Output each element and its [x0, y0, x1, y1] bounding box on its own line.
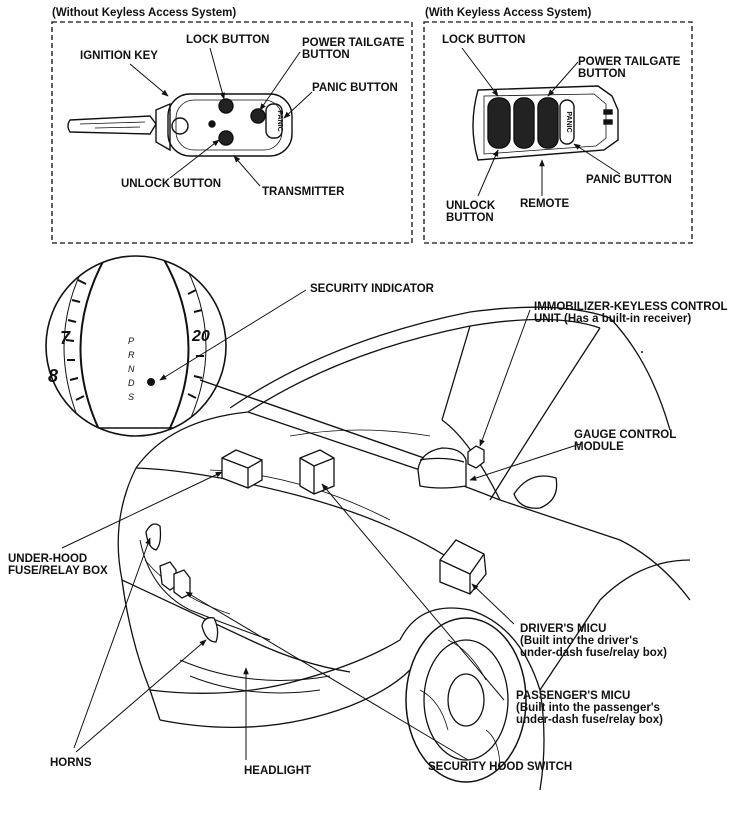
gauge-left-number: 7 — [60, 328, 71, 348]
gauge-magnifier — [45, 255, 227, 437]
label-underhood-1: UNDER-HOOD — [8, 553, 88, 565]
label-power-tailgate-right-1: POWER TAILGATE — [578, 56, 681, 68]
label-lock-button-right: LOCK BUTTON — [442, 34, 526, 46]
right-panel-title: (With Keyless Access System) — [425, 7, 592, 19]
label-security-hood-switch: SECURITY HOOD SWITCH — [428, 761, 573, 773]
remote-drawing — [472, 85, 619, 161]
left-panel-frame — [51, 21, 413, 244]
label-drivers-micu-1: DRIVER'S MICU — [520, 623, 607, 635]
label-power-tailgate-left-1: POWER TAILGATE — [302, 37, 405, 49]
gear-indicator: P R N D S — [128, 336, 135, 402]
remote-panic-glyph: PANIC — [565, 111, 572, 132]
gauge-left-number-partial: 8 — [48, 366, 58, 386]
transmitter-panic-glyph: PANIC — [276, 110, 283, 131]
gear-d: D — [128, 378, 135, 388]
transmitter-drawing — [67, 93, 293, 157]
main-leaders — [61, 289, 581, 761]
label-immobilizer-1: IMMOBILIZER-KEYLESS CONTROL — [534, 301, 728, 313]
vehicle-components — [145, 445, 487, 643]
label-unlock-button-left: UNLOCK BUTTON — [121, 178, 222, 190]
gear-r: R — [128, 350, 135, 360]
decorative-dot — [641, 351, 643, 353]
left-panel-leaders — [129, 47, 313, 187]
gauge-right-number: 20 — [191, 328, 210, 345]
label-remote: REMOTE — [520, 198, 570, 210]
left-panel-title: (Without Keyless Access System) — [52, 7, 237, 19]
label-ignition-key: IGNITION KEY — [80, 50, 158, 62]
label-power-tailgate-left-2: BUTTON — [302, 49, 350, 61]
label-drivers-micu-3: under-dash fuse/relay box) — [520, 647, 667, 659]
vehicle-outline — [117, 306, 691, 791]
label-immobilizer-2: UNIT (Has a built-in receiver) — [534, 313, 692, 325]
label-passengers-micu-2: (Built into the passenger's — [516, 702, 660, 714]
label-gauge-module-1: GAUGE CONTROL — [574, 429, 677, 441]
label-underhood-2: FUSE/RELAY BOX — [8, 565, 108, 577]
label-passengers-micu-1: PASSENGER'S MICU — [516, 690, 631, 702]
label-security-indicator: SECURITY INDICATOR — [310, 283, 434, 295]
label-unlock-right-2: BUTTON — [446, 212, 494, 224]
label-headlight: HEADLIGHT — [244, 765, 312, 777]
label-lock-button-left: LOCK BUTTON — [186, 34, 270, 46]
label-panic-button-right: PANIC BUTTON — [586, 174, 672, 186]
label-transmitter: TRANSMITTER — [262, 186, 345, 198]
label-gauge-module-2: MODULE — [574, 441, 624, 453]
gear-p: P — [128, 336, 134, 346]
label-horns: HORNS — [50, 757, 92, 769]
gear-n: N — [128, 364, 135, 374]
right-panel-leaders — [461, 47, 621, 197]
label-unlock-right-1: UNLOCK — [446, 200, 496, 212]
right-panel-frame — [423, 21, 693, 244]
label-passengers-micu-3: under-dash fuse/relay box) — [516, 714, 663, 726]
label-panic-button-left: PANIC BUTTON — [312, 82, 398, 94]
label-drivers-micu-2: (Built into the driver's — [520, 635, 639, 647]
gear-s: S — [128, 392, 134, 402]
label-power-tailgate-right-2: BUTTON — [578, 68, 626, 80]
